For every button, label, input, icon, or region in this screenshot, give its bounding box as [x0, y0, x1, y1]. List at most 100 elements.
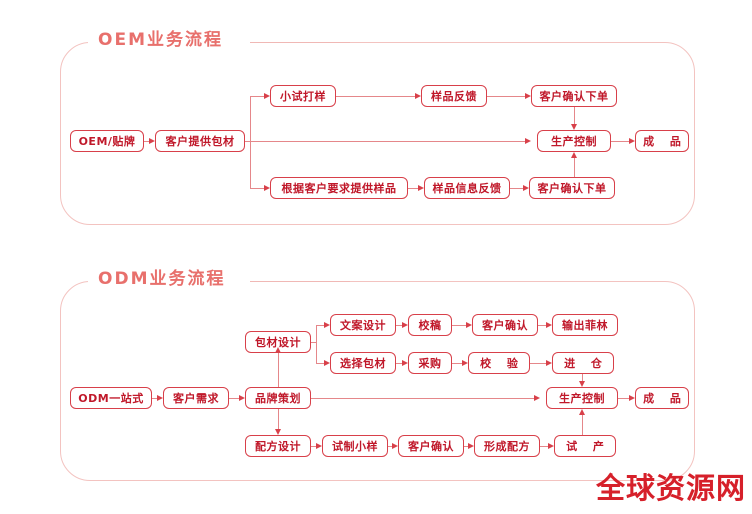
- node-odm-select-packaging[interactable]: 选择包材: [330, 352, 396, 374]
- conn-oem-branch-vertical: [250, 96, 251, 188]
- arrow-odm-brand-to-control: [534, 394, 540, 401]
- node-odm-trial-sample[interactable]: 试制小样: [322, 435, 388, 457]
- node-oem-trial-sample[interactable]: 小试打样: [270, 85, 336, 107]
- arrow-oem-order-top-to-control: [570, 124, 577, 130]
- oem-section-title: OEM业务流程: [92, 32, 229, 49]
- conn-odm-brand-to-control: [311, 398, 534, 399]
- node-oem-start[interactable]: OEM/贴牌: [70, 130, 144, 152]
- conn-oem-trial-to-feedback: [336, 96, 415, 97]
- arrow-odm-proof-to-confirm: [466, 321, 472, 328]
- arrow-odm-need-to-brand: [239, 394, 245, 401]
- conn-oem-info-to-order: [510, 188, 523, 189]
- conn-oem-branch-to-custom: [250, 188, 264, 189]
- node-odm-finished-product[interactable]: 成 品: [635, 387, 689, 409]
- node-odm-customer-need[interactable]: 客户需求: [163, 387, 229, 409]
- node-oem-custom-sample[interactable]: 根据客户要求提供样品: [270, 177, 408, 199]
- arrow-odm-brand-to-packaging-design: [274, 347, 281, 353]
- node-odm-trial-production[interactable]: 试 产: [554, 435, 616, 457]
- arrow-odm-brand-to-formula-design: [274, 429, 281, 435]
- conn-oem-branch-to-trial: [250, 96, 264, 97]
- node-oem-customer-packaging[interactable]: 客户提供包材: [155, 130, 245, 152]
- conn-odm-control-to-product: [618, 398, 629, 399]
- node-odm-output-film[interactable]: 输出菲林: [552, 314, 618, 336]
- conn-odm-brand-to-formula-design: [278, 409, 279, 429]
- arrow-oem-branch-to-trial: [264, 92, 270, 99]
- arrow-oem-control-to-product: [629, 137, 635, 144]
- arrow-odm-control-to-product: [629, 394, 635, 401]
- node-odm-purchasing[interactable]: 采购: [408, 352, 452, 374]
- conn-oem-order-top-to-control: [574, 107, 575, 124]
- conn-odm-confirm-to-film: [538, 325, 546, 326]
- conn-oem-packaging-to-junction: [245, 141, 251, 142]
- conn-odm-start-to-need: [152, 398, 157, 399]
- arrow-odm-check-to-store: [546, 359, 552, 366]
- arrow-odm-start-to-need: [157, 394, 163, 401]
- conn-odm-formula-to-trial: [311, 446, 316, 447]
- conn-odm-store-to-control: [582, 374, 583, 381]
- node-oem-finished-product[interactable]: 成 品: [635, 130, 689, 152]
- conn-odm-produce-to-control: [582, 415, 583, 435]
- arrow-odm-trial-to-confirm: [392, 442, 398, 449]
- node-odm-brand-planning[interactable]: 品牌策划: [245, 387, 311, 409]
- node-odm-proofreading[interactable]: 校稿: [408, 314, 452, 336]
- arrow-oem-mid-to-control: [525, 137, 531, 144]
- node-odm-warehousing[interactable]: 进 仓: [552, 352, 614, 374]
- arrow-odm-confirm-to-film: [546, 321, 552, 328]
- conn-odm-trial-to-confirm: [388, 446, 392, 447]
- node-oem-production-control[interactable]: 生产控制: [537, 130, 611, 152]
- conn-odm-need-to-brand: [229, 398, 239, 399]
- conn-odm-brand-to-packaging-design: [278, 353, 279, 387]
- conn-oem-start-to-packaging: [144, 141, 149, 142]
- site-watermark: 全球资源网: [596, 471, 747, 505]
- conn-odm-packaging-design-to-junction: [311, 342, 317, 343]
- odm-title-rule: [250, 281, 350, 282]
- conn-oem-order-bottom-to-control: [574, 158, 575, 177]
- arrow-oem-feedback-to-order: [525, 92, 531, 99]
- arrow-oem-start-to-packaging: [149, 137, 155, 144]
- arrow-odm-formed-to-produce: [548, 442, 554, 449]
- node-oem-customer-order-bottom[interactable]: 客户确认下单: [529, 177, 615, 199]
- odm-section-title: ODM业务流程: [92, 271, 232, 288]
- odm-frame: [60, 281, 695, 481]
- node-odm-formula-formed[interactable]: 形成配方: [474, 435, 540, 457]
- conn-odm-branch-to-select-packaging: [316, 363, 324, 364]
- node-oem-sample-feedback[interactable]: 样品反馈: [421, 85, 487, 107]
- node-odm-formula-design[interactable]: 配方设计: [245, 435, 311, 457]
- arrow-oem-info-to-order: [523, 184, 529, 191]
- node-odm-copywriting-design[interactable]: 文案设计: [330, 314, 396, 336]
- conn-odm-confirm-to-formed: [464, 446, 468, 447]
- conn-oem-custom-to-info: [408, 188, 418, 189]
- node-odm-start[interactable]: ODM一站式: [70, 387, 152, 409]
- oem-title-rule: [250, 42, 350, 43]
- arrow-odm-branch-to-copywriting: [324, 321, 330, 328]
- arrow-odm-purchase-to-check: [462, 359, 468, 366]
- conn-oem-control-to-product: [611, 141, 629, 142]
- arrow-odm-select-to-purchase: [402, 359, 408, 366]
- conn-oem-feedback-to-order: [487, 96, 525, 97]
- arrow-oem-branch-to-custom: [264, 184, 270, 191]
- node-oem-sample-info-feedback[interactable]: 样品信息反馈: [424, 177, 510, 199]
- arrow-odm-produce-to-control: [578, 409, 585, 415]
- arrow-odm-confirm-to-formed: [468, 442, 474, 449]
- conn-odm-purchase-to-check: [452, 363, 462, 364]
- oem-frame: [60, 42, 695, 225]
- node-odm-production-control[interactable]: 生产控制: [546, 387, 618, 409]
- arrow-odm-store-to-control: [578, 381, 585, 387]
- conn-odm-formed-to-produce: [540, 446, 548, 447]
- arrow-oem-order-bottom-to-control: [570, 152, 577, 158]
- node-oem-customer-order-top[interactable]: 客户确认下单: [531, 85, 617, 107]
- arrow-oem-custom-to-info: [418, 184, 424, 191]
- conn-odm-branch-to-copywriting: [316, 325, 324, 326]
- conn-oem-mid-to-control: [250, 141, 525, 142]
- node-odm-customer-confirm-bottom[interactable]: 客户确认: [398, 435, 464, 457]
- conn-odm-select-to-purchase: [396, 363, 402, 364]
- arrow-oem-trial-to-feedback: [415, 92, 421, 99]
- arrow-odm-formula-to-trial: [316, 442, 322, 449]
- node-odm-inspection[interactable]: 校 验: [468, 352, 530, 374]
- arrow-odm-branch-to-select-packaging: [324, 359, 330, 366]
- conn-odm-proof-to-confirm: [452, 325, 466, 326]
- conn-odm-packaging-branch-vertical: [316, 325, 317, 363]
- conn-odm-check-to-store: [530, 363, 546, 364]
- node-odm-customer-confirm-top[interactable]: 客户确认: [472, 314, 538, 336]
